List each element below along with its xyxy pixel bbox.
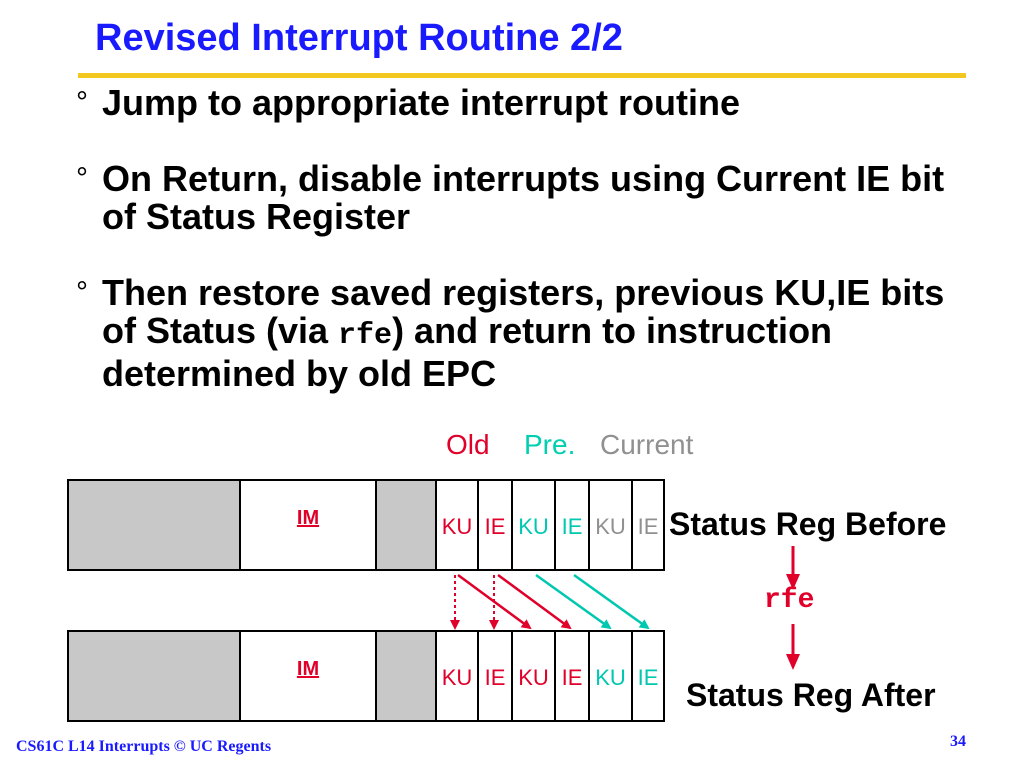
bullet-marker: ° [76,86,88,119]
reg-field-upper [69,632,241,720]
bit-ie-old: IE [479,632,513,720]
header-previous: Pre. [524,429,576,460]
status-reg-before-label: Status Reg Before [669,506,947,542]
bit-ku-previous: KU [513,632,556,720]
reg-field-reserved [377,481,437,569]
bullet-item: ° On Return, disable interrupts using Cu… [76,160,976,236]
bit-ku-previous: KU [513,481,556,569]
bullet-marker: ° [76,276,88,309]
bullet-item: ° Jump to appropriate interrupt routine [76,84,976,122]
header-old: Old [446,429,490,460]
bullet-text: On Return, disable interrupts using Curr… [102,158,945,237]
bit-ie-previous: IE [556,632,590,720]
arrow-pre-ie-to-old [497,573,572,630]
bullet-list: ° Jump to appropriate interrupt routine … [76,84,976,431]
arrow-pre-ku-to-old [457,573,532,630]
bit-ie-old: IE [479,481,513,569]
arrow-cur-ie-to-pre [573,573,650,630]
bit-ku-current: KU [590,632,633,720]
bullet-marker: ° [76,162,88,195]
im-label: IM [296,507,320,529]
reg-field-im: IM [241,481,377,569]
bit-ku-current: KU [590,481,633,569]
slide-title: Revised Interrupt Routine 2/2 [95,17,623,59]
status-reg-after-label: Status Reg After [686,677,936,713]
im-label: IM [296,658,320,680]
bullet-text-end: ) and return to instruction determined b… [102,310,833,394]
bullet-text: Jump to appropriate interrupt routine [102,82,741,123]
title-underline [78,73,966,78]
rfe-label: rfe [764,585,815,616]
bit-ku-old: KU [437,481,479,569]
bit-ie-current: IE [637,665,659,690]
bit-ie-current: IE [637,514,659,539]
code-rfe: rfe [338,319,393,353]
reg-field-reserved [377,632,437,720]
header-current: Current [600,429,694,460]
page-number: 34 [950,733,966,750]
bullet-item: ° Then restore saved registers, previous… [76,274,976,393]
status-reg-after: IM KU IE KU IE KU IE [67,630,665,722]
bit-ie-previous: IE [556,481,590,569]
arrow-cur-ku-to-pre [535,573,612,630]
reg-field-upper [69,481,241,569]
status-reg-before: IM KU IE KU IE KU IE [67,479,665,571]
bullet-text-start: Then restore saved registers, previous K… [102,272,945,351]
bit-ku-old: KU [437,632,479,720]
reg-field-im: IM [241,632,377,720]
footer-course-label: CS61C L14 Interrupts © UC Regents [16,738,272,755]
